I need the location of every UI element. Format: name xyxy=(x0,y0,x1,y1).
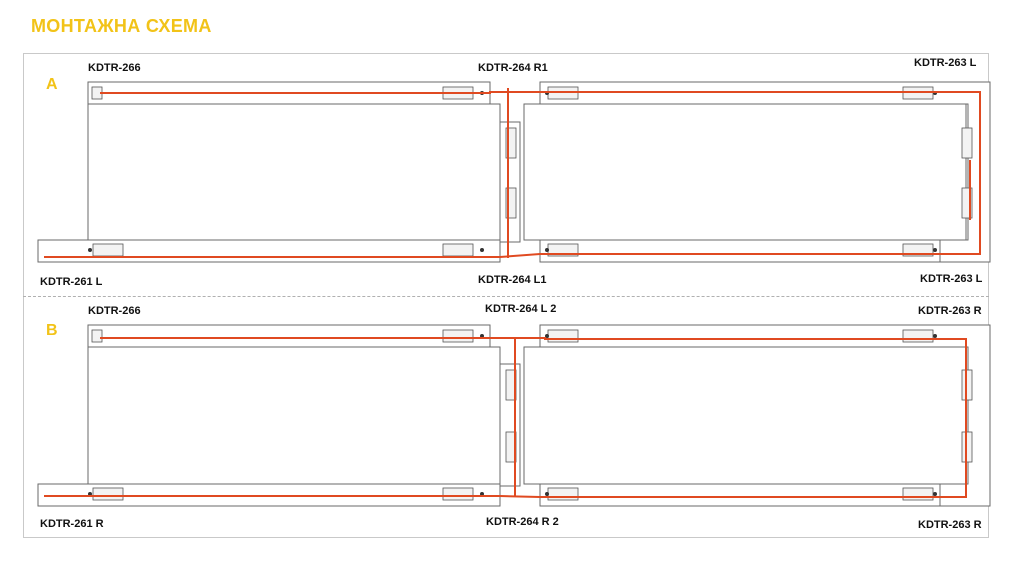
b-panel-right xyxy=(523,346,967,485)
b-clip xyxy=(442,487,474,501)
section-b-layout xyxy=(37,324,991,507)
b-clip xyxy=(91,329,103,343)
b-rail-bottom xyxy=(44,465,967,498)
a-profile-bottom-right xyxy=(539,239,941,263)
section-a-label-top-right: KDTR-263 L xyxy=(914,57,977,69)
section-a-label-top-mid: KDTR-264 R1 xyxy=(478,62,548,74)
b-clip xyxy=(902,329,934,343)
section-a-label-bottom-mid: KDTR-264 L1 xyxy=(478,274,547,286)
b-clip xyxy=(92,487,124,501)
a-clip xyxy=(442,243,474,257)
section-b-label-top-right: KDTR-263 R xyxy=(918,305,982,317)
b-rail-top xyxy=(100,337,967,465)
a-clip xyxy=(505,187,517,219)
section-a-letter: A xyxy=(46,76,58,93)
section-a-label-bottom-left: KDTR-261 L xyxy=(40,276,103,288)
section-divider xyxy=(23,296,989,297)
a-clip xyxy=(505,127,517,159)
a-rail-top xyxy=(100,91,981,255)
section-b-label-bottom-left: KDTR-261 R xyxy=(40,518,104,530)
a-panel-right xyxy=(523,103,967,241)
section-b-label-bottom-mid: KDTR-264 R 2 xyxy=(486,516,559,528)
b-panel-left xyxy=(87,346,501,485)
section-a-label-top-left: KDTR-266 xyxy=(88,62,141,74)
b-clip xyxy=(442,329,474,343)
a-rail-bottom xyxy=(44,253,940,258)
a-clip xyxy=(961,127,973,159)
b-clip xyxy=(902,487,934,501)
section-b-label-top-left: KDTR-266 xyxy=(88,305,141,317)
b-profile-top-left xyxy=(87,324,491,348)
a-clip xyxy=(961,187,973,219)
diagram-frame xyxy=(23,53,989,538)
section-b-letter: B xyxy=(46,322,58,339)
b-clip xyxy=(547,487,579,501)
section-a-label-bottom-right: KDTR-263 L xyxy=(920,273,983,285)
section-b-label-bottom-right: KDTR-263 R xyxy=(918,519,982,531)
a-clip xyxy=(92,243,124,257)
section-a-layout xyxy=(37,81,991,263)
section-b-label-top-mid: KDTR-264 L 2 xyxy=(485,303,557,315)
b-clip xyxy=(547,329,579,343)
b-profile-bottom-right xyxy=(539,483,941,507)
page-title: МОНТАЖНА СХЕМА xyxy=(31,16,212,36)
a-panel-left xyxy=(87,103,501,241)
